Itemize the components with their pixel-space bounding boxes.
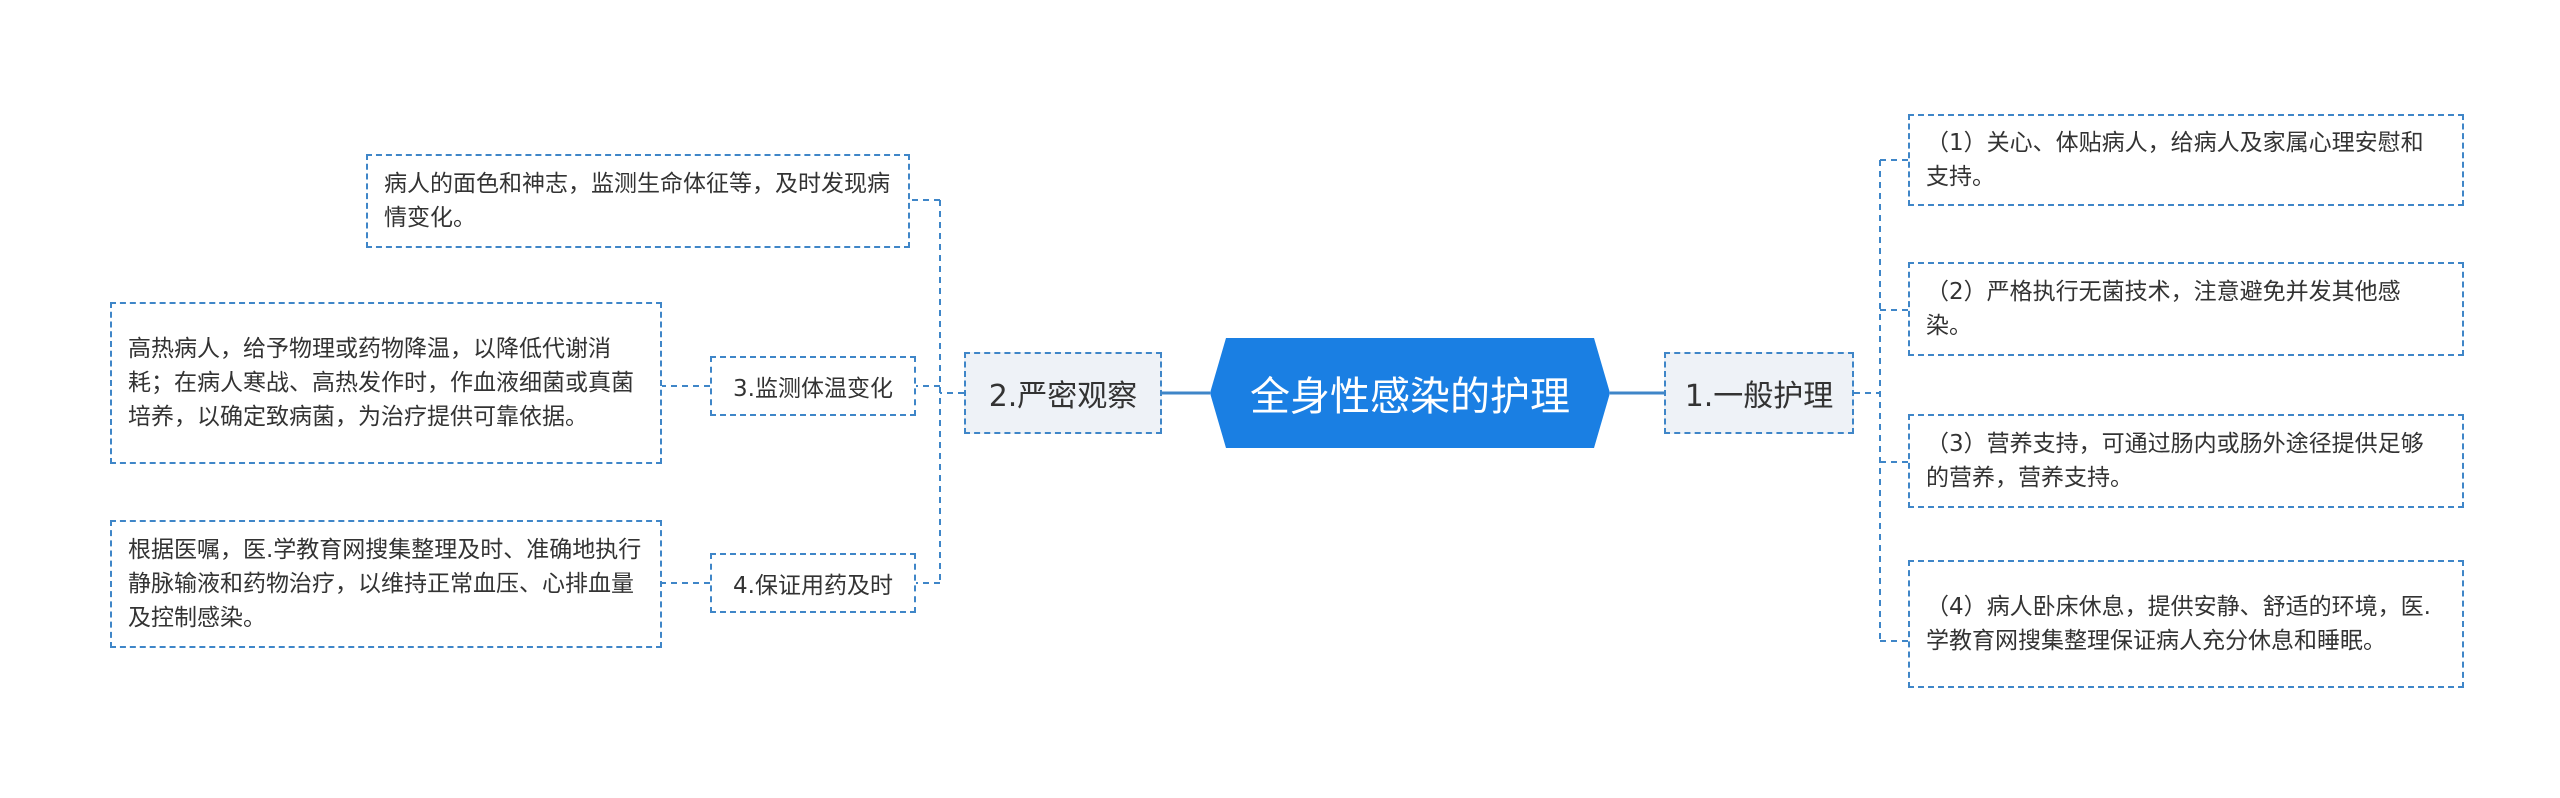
leaf-text: 病人的面色和神志，监测生命体征等，及时发现病情变化。 bbox=[384, 171, 890, 231]
sub-temperature-monitoring[interactable]: 3.监测体温变化 bbox=[710, 356, 916, 416]
leaf-close-observation[interactable]: 病人的面色和神志，监测生命体征等，及时发现病情变化。 bbox=[366, 154, 910, 248]
leaf-text: （4）病人卧床休息，提供安静、舒适的环境，医.学教育网搜集整理保证病人充分休息和… bbox=[1926, 594, 2431, 654]
root-shape bbox=[1210, 338, 1610, 448]
leaf-temperature-monitoring[interactable]: 高热病人，给予物理或药物降温，以降低代谢消耗；在病人寒战、高热发作时，作血液细菌… bbox=[110, 302, 662, 464]
leaf-text: （1）关心、体贴病人，给病人及家属心理安慰和支持。 bbox=[1926, 130, 2424, 190]
branch-general-care-label: 1.一般护理 bbox=[1684, 379, 1834, 414]
leaf-text: 根据医嘱，医.学教育网搜集整理及时、准确地执行静脉输液和药物治疗，以维持正常血压… bbox=[128, 537, 642, 631]
leaf-text: （3）营养支持，可通过肠内或肠外途径提供足够的营养，营养支持。 bbox=[1926, 431, 2424, 491]
leaf-text: 高热病人，给予物理或药物降温，以降低代谢消耗；在病人寒战、高热发作时，作血液细菌… bbox=[128, 336, 634, 430]
leaf-general-care-1[interactable]: （1）关心、体贴病人，给病人及家属心理安慰和支持。 bbox=[1908, 114, 2464, 206]
branch-general-care[interactable]: 1.一般护理 bbox=[1664, 352, 1854, 434]
root-label: 全身性感染的护理 bbox=[1250, 374, 1570, 420]
sub-timely-medication[interactable]: 4.保证用药及时 bbox=[710, 553, 916, 613]
leaf-general-care-2[interactable]: （2）严格执行无菌技术，注意避免并发其他感染。 bbox=[1908, 262, 2464, 356]
sub-temperature-monitoring-label: 3.监测体温变化 bbox=[733, 376, 893, 402]
leaf-general-care-4[interactable]: （4）病人卧床休息，提供安静、舒适的环境，医.学教育网搜集整理保证病人充分休息和… bbox=[1908, 560, 2464, 688]
leaf-timely-medication[interactable]: 根据医嘱，医.学教育网搜集整理及时、准确地执行静脉输液和药物治疗，以维持正常血压… bbox=[110, 520, 662, 648]
root-node[interactable]: 全身性感染的护理 bbox=[1210, 338, 1610, 448]
leaf-general-care-3[interactable]: （3）营养支持，可通过肠内或肠外途径提供足够的营养，营养支持。 bbox=[1908, 414, 2464, 508]
branch-close-observation[interactable]: 2.严密观察 bbox=[964, 352, 1162, 434]
leaf-text: （2）严格执行无菌技术，注意避免并发其他感染。 bbox=[1926, 279, 2401, 339]
branch-close-observation-label: 2.严密观察 bbox=[988, 379, 1138, 414]
sub-timely-medication-label: 4.保证用药及时 bbox=[733, 573, 893, 599]
